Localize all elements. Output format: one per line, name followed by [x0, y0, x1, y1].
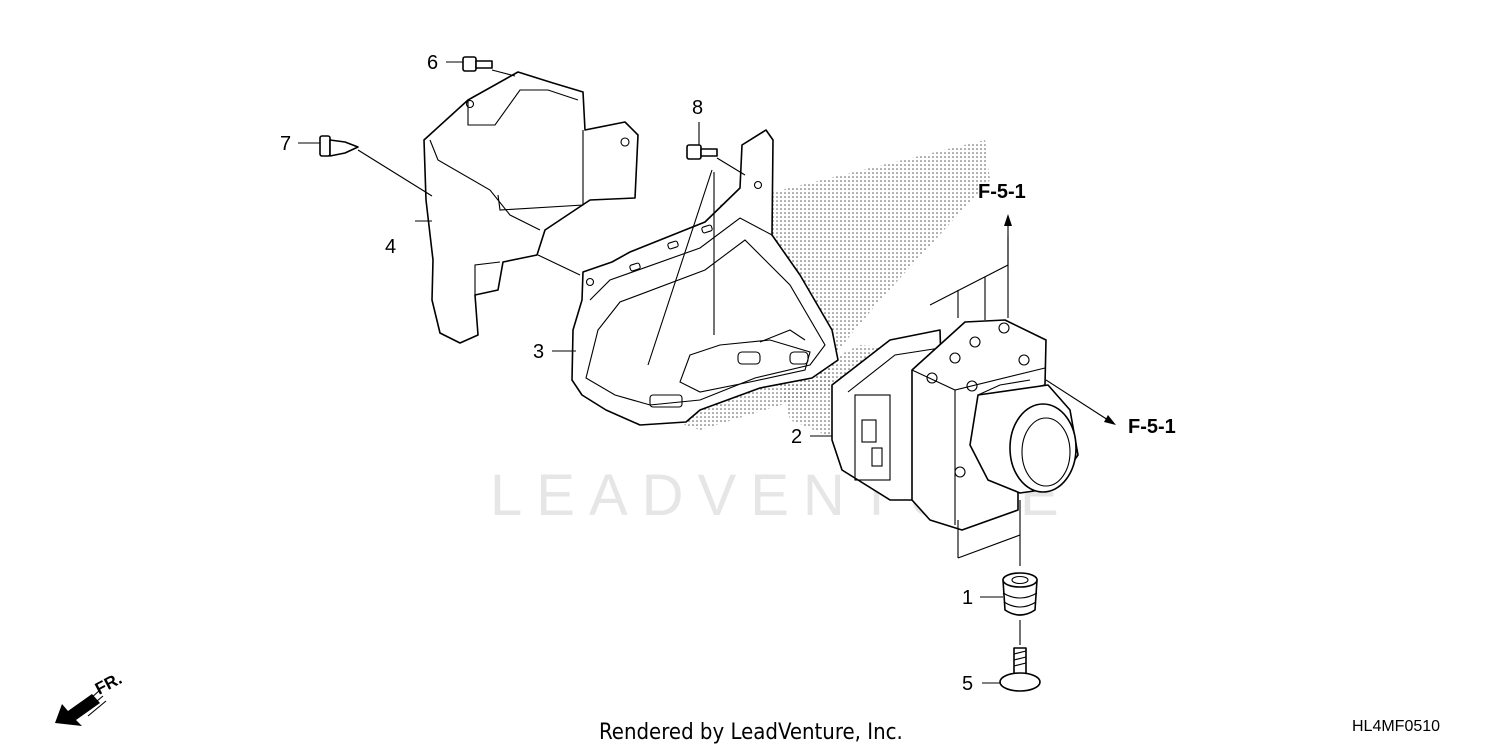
callouts: 1 2 3 4 5 6 7 8	[280, 52, 973, 695]
ref-label-right[interactable]: F-5-1	[1128, 416, 1176, 438]
callout-5: 5	[962, 673, 973, 695]
callout-3: 3	[533, 341, 544, 363]
ref-label-top[interactable]: F-5-1	[978, 181, 1026, 203]
front-direction-indicator: FR.	[55, 669, 125, 726]
part-6-bolt	[462, 56, 493, 72]
part-8-bolt	[686, 144, 718, 160]
callout-7: 7	[280, 133, 291, 155]
part-1-grommet	[1002, 572, 1038, 616]
callout-6: 6	[427, 52, 438, 74]
callout-2: 2	[791, 426, 802, 448]
part-4-cover	[423, 71, 639, 344]
part-2-modulator	[831, 319, 1079, 531]
diagram-code: HL4MF0510	[1352, 718, 1440, 735]
part-3-bracket	[571, 129, 839, 426]
part-5-bolt	[999, 647, 1041, 692]
callout-4: 4	[385, 236, 396, 258]
footer-credit: Rendered by LeadVenture, Inc.	[599, 720, 903, 745]
leader-lines	[298, 61, 1116, 684]
part-7-clip	[319, 135, 359, 157]
front-arrow-icon	[55, 694, 100, 726]
callout-1: 1	[962, 587, 973, 609]
front-label: FR.	[92, 669, 125, 699]
callout-8: 8	[692, 97, 703, 119]
